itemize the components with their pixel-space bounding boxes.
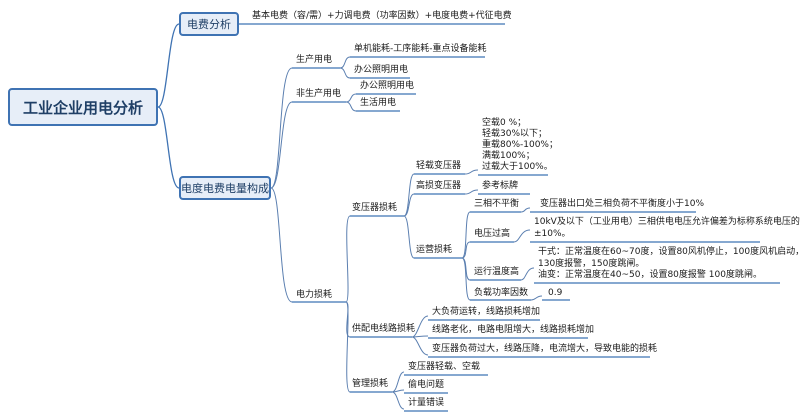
fee-composition-text: 基本电费（容/需）+力调电费（功率因数）+电度电费+代征电费 (252, 11, 512, 21)
load-note-overload: 过载大于100%。 (482, 162, 553, 172)
node-high-temperature[interactable]: 运行温度高 (474, 267, 520, 277)
node-domestic-power[interactable]: 生活用电 (360, 98, 397, 108)
load-note-light: 轻载30%以下； (482, 129, 548, 139)
load-note-full: 满载100%； (482, 151, 535, 161)
supply-item-transformer-overload[interactable]: 变压器负荷过大，线路压降，电流增大，导致电能的损耗 (432, 344, 658, 354)
load-note-heavy: 重载80%-100%； (482, 140, 558, 150)
root-node[interactable]: 工业企业用电分析 (8, 88, 158, 126)
mgmt-item-light-load[interactable]: 变压器轻载、空载 (408, 362, 481, 372)
nameplate-reference-note: 参考标牌 (482, 181, 519, 191)
power-factor-value: 0.9 (548, 288, 563, 298)
node-high-loss-transformer[interactable]: 高损变压器 (416, 181, 462, 191)
branch-electricity-fee-analysis[interactable]: 电费分析 (179, 12, 239, 36)
node-load-power-factor[interactable]: 负载功率因数 (474, 288, 529, 298)
node-office-lighting-2[interactable]: 办公照明用电 (360, 81, 415, 91)
supply-item-line-aging[interactable]: 线路老化，电路电阻增大，线路损耗增加 (432, 325, 595, 335)
node-operation-loss[interactable]: 运营损耗 (416, 245, 453, 255)
overvoltage-note-line1: 10kV及以下（工业用电）三相供电电压允许偏差为标称系统电压的 (534, 217, 800, 227)
temperature-note-line1: 干式：正常温度在60~70度，设置80风机停止，100度风机启动， (538, 247, 800, 257)
node-overvoltage[interactable]: 电压过高 (474, 229, 511, 239)
overvoltage-note-line2: ±10%。 (534, 229, 571, 239)
load-note-no-load: 空载0 %； (482, 118, 527, 128)
node-production-power[interactable]: 生产用电 (296, 55, 333, 65)
node-three-phase-imbalance[interactable]: 三相不平衡 (474, 199, 520, 209)
temperature-note-line2: 130度报警，150度跳闸。 (538, 259, 645, 269)
node-power-loss[interactable]: 电力损耗 (296, 290, 333, 300)
node-transformer-loss[interactable]: 变压器损耗 (352, 203, 398, 213)
mgmt-item-electricity-theft[interactable]: 偷电问题 (408, 380, 445, 390)
supply-item-heavy-load[interactable]: 大负荷运转，线路损耗增加 (432, 307, 541, 317)
imbalance-note: 变压器出口处三相负荷不平衡度小于10% (540, 199, 705, 209)
branch-energy-composition[interactable]: 电度电费电量构成 (179, 176, 271, 200)
temperature-note-line3: 油变：正常温度在40~50，设置80度报警 100度跳闸。 (538, 270, 762, 280)
node-light-load-transformer[interactable]: 轻载变压器 (416, 161, 462, 171)
node-supply-line-loss[interactable]: 供配电线路损耗 (352, 324, 416, 334)
node-management-loss[interactable]: 管理损耗 (352, 379, 389, 389)
node-non-production-power[interactable]: 非生产用电 (296, 89, 342, 99)
node-unit-energy-consumption[interactable]: 单机能耗-工序能耗-重点设备能耗 (354, 44, 487, 54)
mgmt-item-metering-error[interactable]: 计量错误 (408, 398, 445, 408)
node-office-lighting-1[interactable]: 办公照明用电 (354, 65, 409, 75)
